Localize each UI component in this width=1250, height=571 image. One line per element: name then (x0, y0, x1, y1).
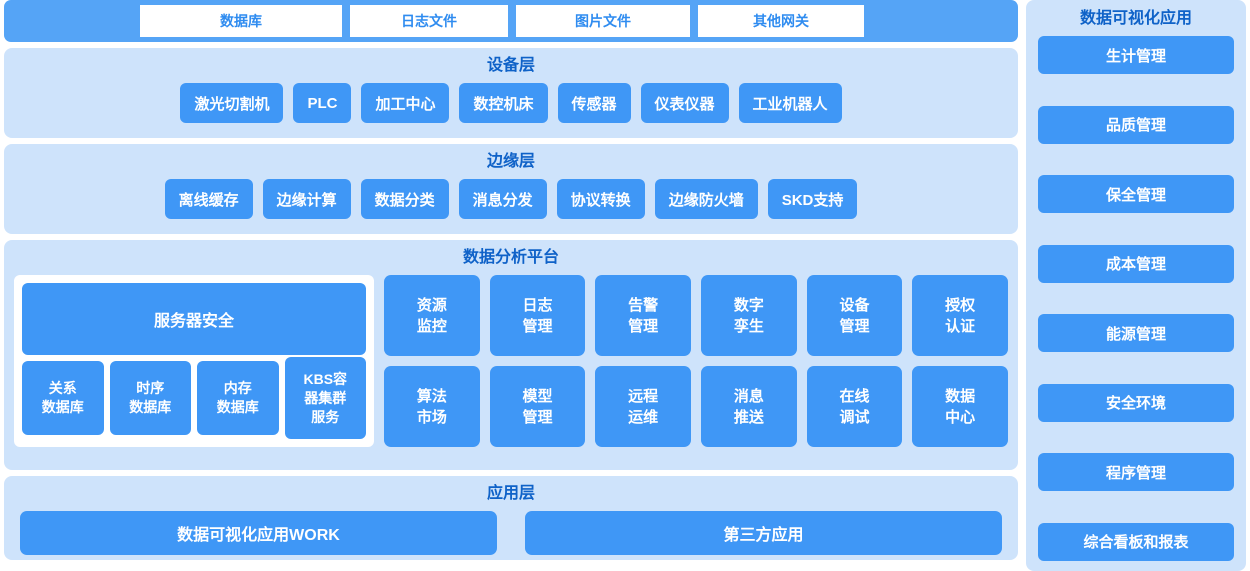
device-item-instrument[interactable]: 仪表仪器 (640, 83, 729, 123)
sidebar-item-maintenance-management[interactable]: 保全管理 (1038, 175, 1234, 214)
platform-body: 服务器安全 关系 数据库 时序 数据库 内存 数据库 (14, 275, 1008, 447)
edge-item-offline-cache[interactable]: 离线缓存 (164, 179, 253, 219)
platform-module-grid: 资源 监控 日志 管理 告警 管理 数字 孪生 (384, 275, 1008, 447)
gateway-item-database[interactable]: 数据库 (140, 5, 342, 37)
gateway-bar: 数据库 日志文件 图片文件 其他网关 (4, 0, 1018, 42)
module-alarm-management-line2: 管理 (628, 317, 659, 335)
module-model-management[interactable]: 模型 管理 (489, 366, 586, 447)
sidebar-item-dashboard-reports[interactable]: 综合看板和报表 (1038, 522, 1234, 561)
db-inmemory-line1: 内存 (223, 380, 252, 396)
sidebar-item-safety-environment[interactable]: 安全环境 (1038, 383, 1234, 422)
db-inmemory-line2: 数据库 (216, 399, 259, 415)
edge-item-edge-firewall[interactable]: 边缘防火墙 (654, 179, 758, 219)
module-resource-monitoring[interactable]: 资源 监控 (384, 275, 480, 356)
module-remote-maintenance-line1: 远程 (628, 387, 659, 405)
module-resource-monitoring-line2: 监控 (416, 317, 447, 335)
visualization-sidebar: 数据可视化应用 生计管理 品质管理 保全管理 成本管理 能源管理 安全环境 程序… (1026, 0, 1246, 571)
application-layer-title: 应用层 (486, 485, 535, 502)
device-item-plc[interactable]: PLC (293, 83, 352, 123)
edge-item-protocol-conversion[interactable]: 协议转换 (556, 179, 645, 219)
module-log-management-line2: 管理 (522, 317, 553, 335)
application-layer-items: 数据可视化应用WORK 第三方应用 (14, 511, 1008, 555)
module-message-push-line1: 消息 (733, 387, 764, 405)
device-layer: 设备层 激光切割机 PLC 加工中心 数控机床 传感器 仪表仪器 工业机器人 (4, 48, 1018, 138)
db-kbs-line3: 服务 (311, 408, 340, 425)
db-relational-line1: 关系 (48, 380, 77, 396)
db-relational[interactable]: 关系 数据库 (22, 361, 104, 435)
device-item-sensor[interactable]: 传感器 (557, 83, 631, 123)
security-group: 服务器安全 关系 数据库 时序 数据库 内存 数据库 (14, 275, 374, 447)
edge-item-edge-computing[interactable]: 边缘计算 (262, 179, 351, 219)
edge-item-skd-support[interactable]: SKD支持 (767, 179, 858, 219)
device-item-machining-center[interactable]: 加工中心 (361, 83, 450, 123)
db-kbs-container-cluster[interactable]: KBS容 器集群 服务 (284, 357, 366, 439)
module-authorization-line1: 授权 (945, 296, 976, 314)
module-authorization-line2: 认证 (945, 317, 976, 335)
db-relational-line2: 数据库 (41, 399, 84, 415)
db-kbs-line1: KBS容 (303, 370, 348, 387)
module-data-center-line1: 数据 (945, 387, 976, 405)
module-digital-twin[interactable]: 数字 孪生 (700, 275, 797, 356)
app-item-third-party[interactable]: 第三方应用 (525, 511, 1002, 555)
module-digital-twin-line2: 孪生 (733, 317, 764, 335)
edge-layer-title: 边缘层 (486, 153, 535, 170)
server-security-box[interactable]: 服务器安全 (22, 283, 366, 355)
db-timeseries-line1: 时序 (136, 380, 165, 396)
module-remote-maintenance-line2: 运维 (628, 408, 659, 426)
sidebar-list: 生计管理 品质管理 保全管理 成本管理 能源管理 安全环境 程序管理 综合看板和… (1038, 36, 1234, 561)
device-layer-title: 设备层 (486, 57, 535, 74)
module-algorithm-market-line1: 算法 (416, 387, 447, 405)
module-data-center[interactable]: 数据 中心 (912, 366, 1008, 447)
sidebar-item-quality-management[interactable]: 品质管理 (1038, 105, 1234, 144)
db-kbs-line2: 器集群 (304, 389, 347, 406)
module-online-debugging-line1: 在线 (839, 387, 870, 405)
module-algorithm-market[interactable]: 算法 市场 (384, 366, 480, 447)
module-log-management-line1: 日志 (522, 296, 553, 314)
module-remote-maintenance[interactable]: 远程 运维 (595, 366, 691, 447)
gateway-item-other-gateway[interactable]: 其他网关 (698, 5, 864, 37)
platform-layer-title: 数据分析平台 (462, 249, 559, 266)
module-digital-twin-line1: 数字 (733, 296, 764, 314)
db-inmemory[interactable]: 内存 数据库 (197, 361, 279, 435)
edge-item-data-classification[interactable]: 数据分类 (360, 179, 449, 219)
module-data-center-line2: 中心 (945, 408, 976, 426)
edge-item-message-distribution[interactable]: 消息分发 (458, 179, 547, 219)
module-authorization-authentication[interactable]: 授权 认证 (912, 275, 1008, 356)
app-item-data-visualization-work[interactable]: 数据可视化应用WORK (20, 511, 497, 555)
database-row: 关系 数据库 时序 数据库 内存 数据库 KBS容 (22, 357, 366, 439)
module-message-push[interactable]: 消息 推送 (700, 366, 797, 447)
gateway-item-log-file[interactable]: 日志文件 (350, 5, 508, 37)
sidebar-item-livelihood-management[interactable]: 生计管理 (1038, 36, 1234, 74)
module-device-management-line2: 管理 (839, 317, 870, 335)
device-item-cnc-machine[interactable]: 数控机床 (459, 83, 548, 123)
edge-layer-items: 离线缓存 边缘计算 数据分类 消息分发 协议转换 边缘防火墙 SKD支持 (14, 179, 1008, 219)
db-timeseries[interactable]: 时序 数据库 (109, 361, 191, 435)
sidebar-title: 数据可视化应用 (1079, 10, 1192, 27)
module-model-management-line1: 模型 (522, 387, 553, 405)
module-resource-monitoring-line1: 资源 (416, 296, 447, 314)
data-analysis-platform-layer: 数据分析平台 服务器安全 关系 数据库 时序 数据库 (4, 240, 1018, 470)
module-algorithm-market-line2: 市场 (416, 408, 447, 426)
application-layer: 应用层 数据可视化应用WORK 第三方应用 (4, 476, 1018, 560)
module-online-debugging[interactable]: 在线 调试 (806, 366, 903, 447)
module-device-management-line1: 设备 (839, 296, 870, 314)
sidebar-item-cost-management[interactable]: 成本管理 (1038, 244, 1234, 283)
main-column: 数据库 日志文件 图片文件 其他网关 设备层 激光切割机 PLC 加工中心 数控… (4, 0, 1018, 571)
module-model-management-line2: 管理 (522, 408, 553, 426)
device-item-industrial-robot[interactable]: 工业机器人 (738, 83, 842, 123)
gateway-item-image-file[interactable]: 图片文件 (516, 5, 690, 37)
device-item-laser-cutter[interactable]: 激光切割机 (180, 83, 284, 123)
module-online-debugging-line2: 调试 (839, 408, 870, 426)
module-log-management[interactable]: 日志 管理 (489, 275, 586, 356)
edge-layer: 边缘层 离线缓存 边缘计算 数据分类 消息分发 协议转换 边缘防火墙 SKD支持 (4, 144, 1018, 234)
module-alarm-management[interactable]: 告警 管理 (595, 275, 691, 356)
module-device-management[interactable]: 设备 管理 (806, 275, 903, 356)
sidebar-item-program-management[interactable]: 程序管理 (1038, 453, 1234, 492)
sidebar-item-energy-management[interactable]: 能源管理 (1038, 314, 1234, 353)
module-message-push-line2: 推送 (733, 408, 764, 426)
module-alarm-management-line1: 告警 (628, 296, 659, 314)
device-layer-items: 激光切割机 PLC 加工中心 数控机床 传感器 仪表仪器 工业机器人 (14, 83, 1008, 123)
db-timeseries-line2: 数据库 (129, 399, 172, 415)
